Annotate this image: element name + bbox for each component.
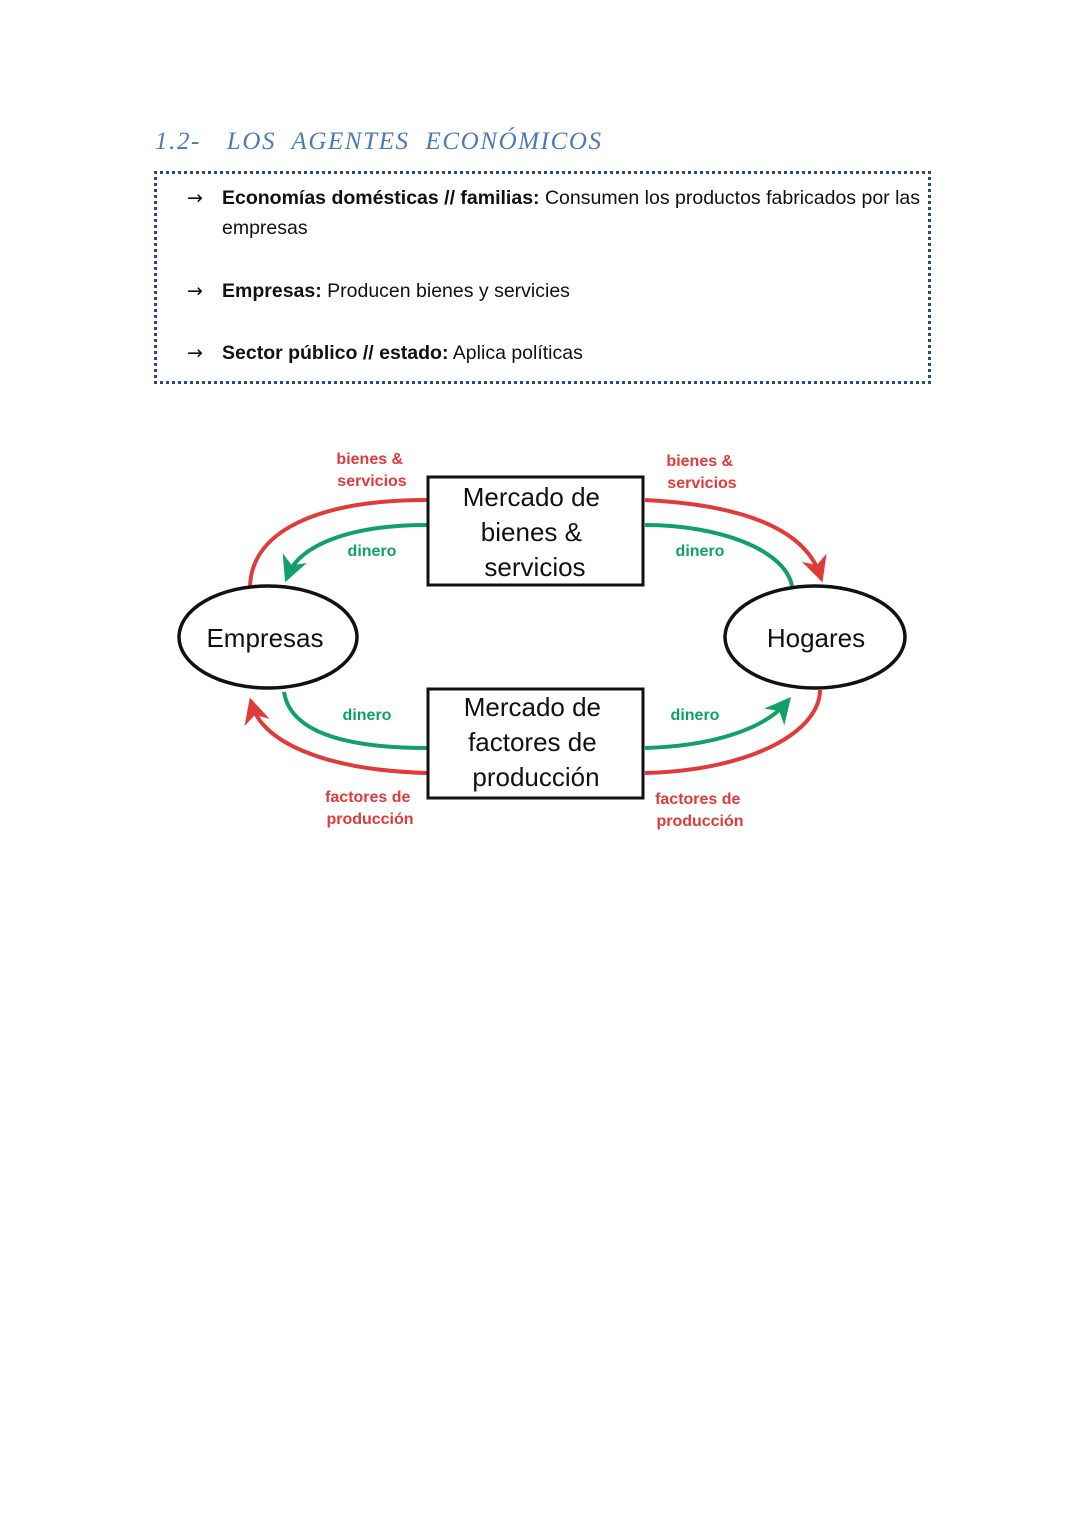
factor-market-label-line: Mercado de xyxy=(464,692,601,722)
factors-flow-arrow xyxy=(644,689,822,775)
section-title-word: LOS xyxy=(226,128,277,155)
goods-market-label-line: bienes & xyxy=(481,517,582,547)
money-flow-arrow xyxy=(282,691,428,750)
agents-box: → Economías domésticas // familias: Cons… xyxy=(154,171,931,384)
svg-text:Mercado de bienes &: Mercado de bienes & servicios xyxy=(463,482,608,582)
agent-term: Economías domésticas // familias: xyxy=(222,187,540,209)
agent-term: Sector público // estado: xyxy=(222,342,449,364)
section-heading: 1.2- LOS AGENTES ECONÓMICOS xyxy=(155,128,611,156)
goods-market-label-line: Mercado de xyxy=(463,482,600,512)
factor-market-node: Mercado de factores de producción xyxy=(426,687,645,800)
money-flow-arrow xyxy=(644,523,794,587)
agent-term: Empresas: xyxy=(222,280,322,302)
money-flow-label: dinero xyxy=(343,707,392,724)
goods-market-label-line: servicios xyxy=(484,552,585,582)
agent-description: Producen bienes y servicies xyxy=(327,280,570,302)
factors-flow-arrow xyxy=(244,697,428,775)
factors-flow-label: factores de producción xyxy=(655,791,745,830)
factor-market-label-line: factores de xyxy=(468,727,597,757)
svg-text:Mercado de factores de: Mercado de factores de producción xyxy=(464,692,609,792)
factor-market-label-line: producción xyxy=(472,762,599,792)
agent-description: Consumen los productos fabricados por la… xyxy=(222,187,921,239)
money-flow-label: dinero xyxy=(671,707,720,724)
goods-market-node: Mercado de bienes & servicios xyxy=(426,475,645,587)
households-label: Hogares xyxy=(767,623,865,653)
arrow-right-icon: → xyxy=(187,187,203,209)
arrow-right-icon: → xyxy=(187,342,203,364)
money-flow-arrow xyxy=(644,697,792,750)
circular-flow-diagram: Empresas Hogares Mercado de bienes & ser… xyxy=(177,451,907,830)
agent-item-households: → Economías domésticas // familias: Cons… xyxy=(187,183,927,243)
section-number: 1.2- xyxy=(155,128,201,155)
firms-node: Empresas xyxy=(177,584,359,690)
arrow-right-icon: → xyxy=(187,280,203,302)
factors-flow-label: factores de producción xyxy=(325,789,415,828)
money-flow-label: dinero xyxy=(676,543,725,560)
goods-flow-label: bienes & servicios xyxy=(336,451,407,490)
goods-flow-label: bienes & servicios xyxy=(666,453,737,492)
section-title-word: ECONÓMICOS xyxy=(425,128,603,155)
goods-flow-arrow xyxy=(248,498,428,587)
money-flow-arrow xyxy=(282,523,428,583)
households-node: Hogares xyxy=(723,584,907,690)
agent-item-public-sector: → Sector público // estado: Aplica polít… xyxy=(187,338,927,368)
money-flow-label: dinero xyxy=(348,543,397,560)
firms-label: Empresas xyxy=(206,623,323,653)
goods-flow-arrow xyxy=(644,498,827,583)
agent-item-firms: → Empresas: Producen bienes y servicies xyxy=(187,276,927,306)
section-title-word: AGENTES xyxy=(291,128,410,155)
agent-description: Aplica políticas xyxy=(452,342,583,364)
